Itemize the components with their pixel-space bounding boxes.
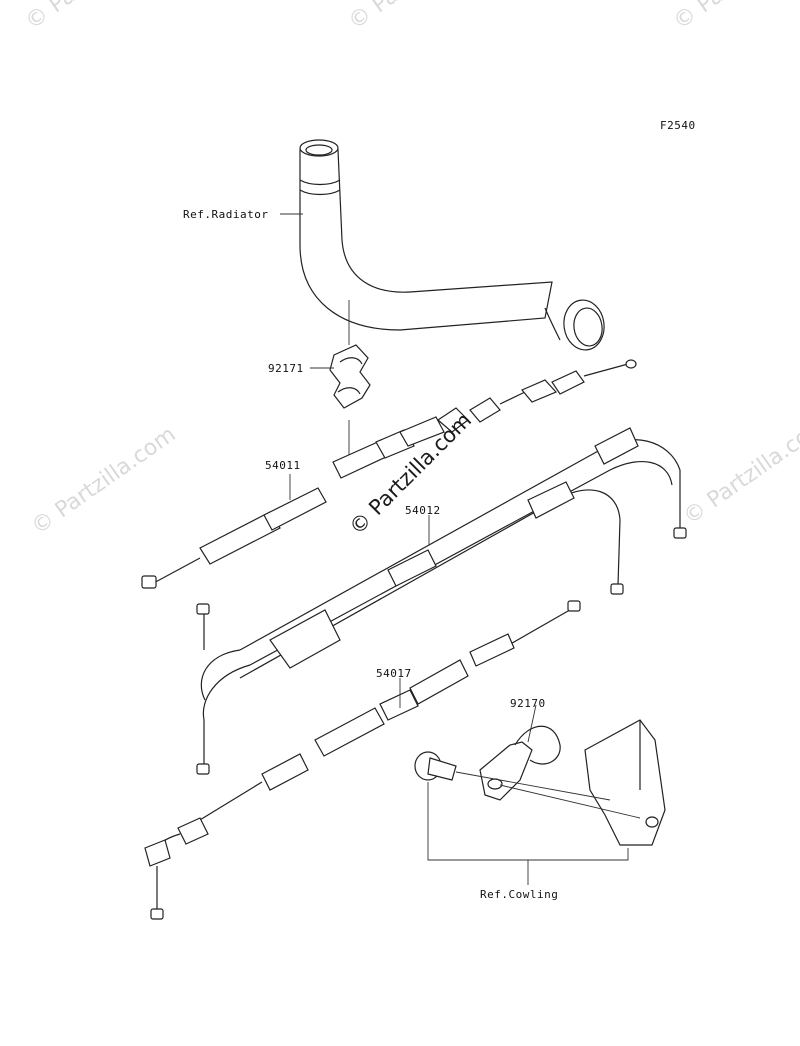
label-ref-cowling: Ref.Cowling: [480, 888, 558, 901]
clamp-92171: [329, 344, 371, 409]
label-ref-radiator: Ref.Radiator: [183, 208, 268, 221]
bolt: [414, 751, 457, 781]
label-54011: 54011: [265, 459, 301, 472]
label-92171: 92171: [268, 362, 304, 375]
leader-92170: [527, 704, 537, 743]
watermark-mid-left: © Partzilla.com: [27, 422, 180, 540]
watermark-top-left: © Partzilla.com: [21, 0, 174, 35]
watermark-top-center: © Partzilla.com: [344, 0, 497, 35]
cable-54017: [144, 600, 581, 920]
watermark-mid-right: © Partzilla.com: [679, 412, 800, 530]
label-92170: 92170: [510, 697, 546, 710]
watermark-top-right: © Partzilla.com: [669, 0, 800, 35]
cable-54012: [196, 427, 687, 775]
label-54012: 54012: [405, 504, 441, 517]
figure-code: F2540: [660, 119, 696, 132]
cable-54011: [141, 359, 637, 589]
label-54017: 54017: [376, 667, 412, 680]
cowling-bracket: [455, 719, 666, 846]
radiator-hose: [299, 139, 605, 351]
